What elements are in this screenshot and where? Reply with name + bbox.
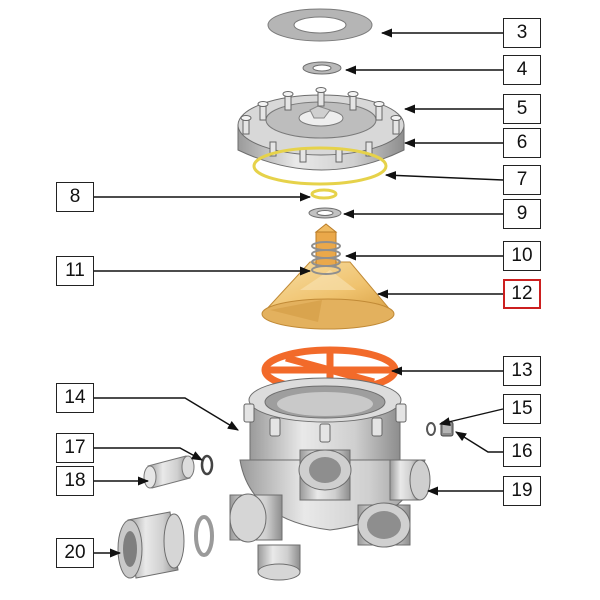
part-label-20: 20 [56,538,94,568]
part-label-9: 9 [503,199,541,229]
part-label-19: 19 [503,476,541,506]
part-label-4: 4 [503,55,541,85]
part-label-5: 5 [503,94,541,124]
part-20-union [117,511,214,579]
part-label-17: 17 [56,433,94,463]
part-label-11: 11 [56,256,94,286]
part-17-oring [200,454,214,476]
leader-lines [94,28,504,558]
part-label-7: 7 [503,165,541,195]
part-16-plug [440,421,454,437]
part-9-washer [308,207,342,219]
part-18-adapter [143,455,195,489]
part-7-oring [252,146,388,186]
part-label-16: 16 [503,437,541,467]
part-label-3: 3 [503,18,541,48]
part-label-8: 8 [56,182,94,212]
part-19-valve-body [229,377,431,581]
part-8-oring [310,188,338,200]
part-label-15: 15 [503,394,541,424]
part-label-13: 13 [503,356,541,386]
part-10-11-shaft [311,223,341,275]
part-label-6: 6 [503,128,541,158]
part-5-6-lid [237,87,405,171]
part-3-gasket [267,8,373,42]
part-label-10: 10 [503,241,541,271]
part-4-washer [302,61,342,75]
part-15-washer [426,422,436,436]
part-label-14: 14 [56,383,94,413]
part-label-18: 18 [56,466,94,496]
part-12-diverter [261,261,395,330]
part-label-12-highlighted: 12 [503,279,541,309]
